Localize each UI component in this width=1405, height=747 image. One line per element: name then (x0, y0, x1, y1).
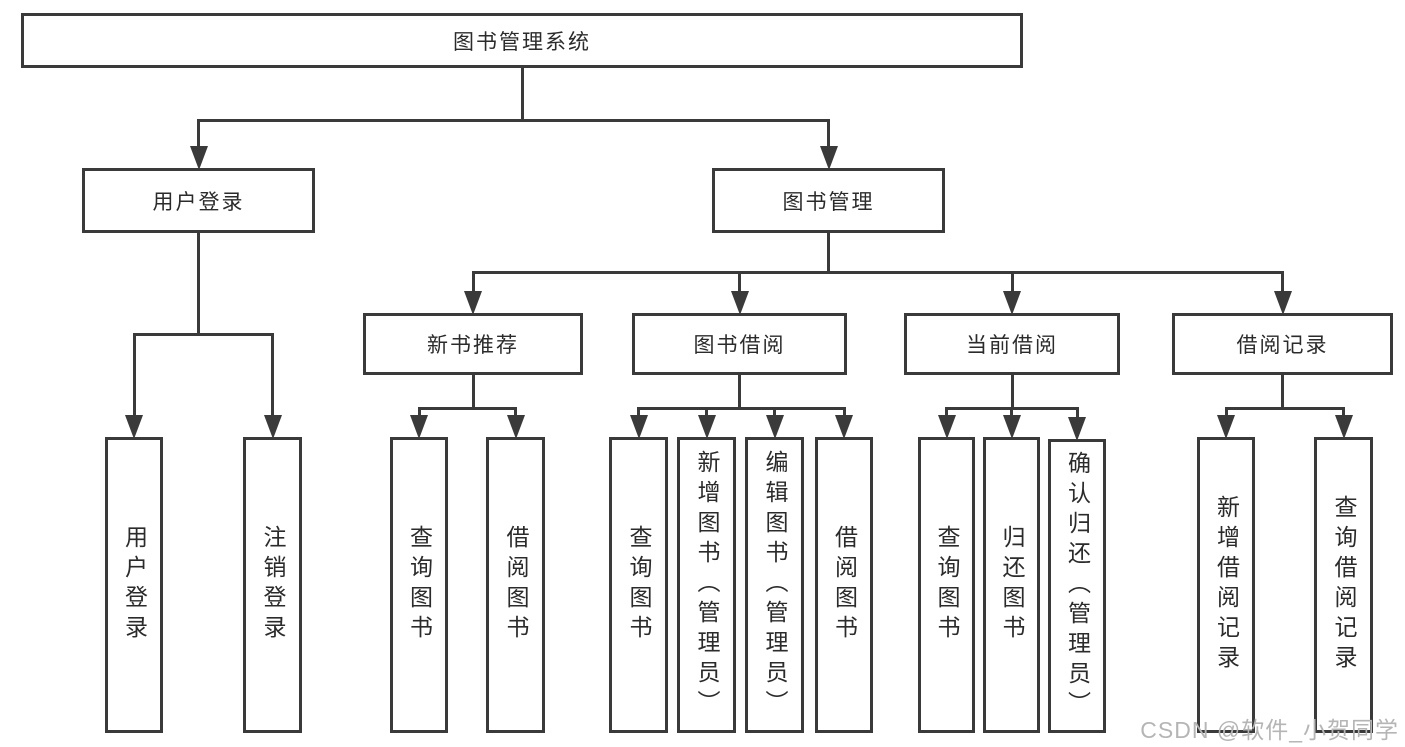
connector-line (417, 406, 517, 410)
connector-line (197, 233, 200, 334)
arrow-down-icon (410, 415, 428, 439)
node-user-login: 用户登录 (82, 168, 315, 233)
node-label: 新增图书（管理员） (694, 450, 720, 720)
node-label: 确认归还（管理员） (1064, 451, 1091, 721)
node-label: 用户登录 (121, 525, 148, 645)
node-label: 借阅图书 (831, 525, 858, 645)
arrow-down-icon (1002, 415, 1021, 439)
connector-line (197, 118, 830, 122)
connector-line (520, 68, 524, 120)
node-return-book: 归还图书 (983, 437, 1040, 733)
arrow-down-icon (937, 415, 956, 439)
connector-line (514, 408, 517, 415)
node-query-books-current: 查询图书 (918, 437, 975, 733)
connector-line (471, 375, 475, 408)
node-user-login-action: 用户登录 (105, 437, 163, 733)
connector-line (1281, 272, 1284, 291)
node-label: 图书借阅 (693, 334, 786, 357)
connector-line (1281, 375, 1284, 408)
arrow-down-icon (730, 291, 749, 315)
connector-line (738, 375, 741, 408)
node-label: 查询图书 (934, 525, 960, 645)
node-label: 新增借阅记录 (1213, 495, 1240, 675)
connector-line (271, 334, 274, 415)
node-query-books-recommend: 查询图书 (390, 437, 448, 733)
connector-line (471, 270, 1284, 274)
connector-line (471, 272, 475, 291)
arrow-down-icon (506, 415, 525, 439)
node-library-management-system: 图书管理系统 (21, 13, 1023, 68)
connector-line (738, 272, 741, 291)
node-label: 图书管理 (782, 190, 875, 214)
arrow-down-icon (189, 146, 208, 170)
node-query-borrowing-record: 查询借阅记录 (1314, 437, 1373, 733)
node-confirm-return-admin: 确认归还（管理员） (1048, 439, 1106, 733)
connector-line (1224, 408, 1228, 415)
node-edit-book-admin: 编辑图书（管理员） (745, 437, 804, 733)
arrow-down-icon (835, 415, 853, 439)
connector-line (197, 120, 200, 146)
arrow-down-icon (697, 415, 716, 439)
arrow-down-icon (125, 415, 143, 439)
node-label: 编辑图书（管理员） (762, 450, 788, 720)
node-new-book-recommend: 新书推荐 (363, 313, 583, 375)
arrow-down-icon (263, 415, 282, 439)
node-logout-action: 注销登录 (243, 437, 302, 733)
connector-line (417, 408, 421, 415)
arrow-down-icon (1217, 415, 1235, 439)
arrow-down-icon (765, 415, 784, 439)
node-add-borrowing-record: 新增借阅记录 (1197, 437, 1255, 733)
arrow-down-icon (629, 415, 648, 439)
node-query-books-borrowing: 查询图书 (609, 437, 668, 733)
connector-line (842, 408, 846, 415)
node-label: 当前借阅 (966, 334, 1058, 357)
connector-line (132, 332, 274, 336)
node-label: 图书管理系统 (453, 30, 591, 54)
node-current-borrowing: 当前借阅 (904, 313, 1120, 375)
arrow-down-icon (1068, 417, 1086, 441)
connector-line (827, 233, 830, 272)
arrow-down-icon (1334, 415, 1353, 439)
connector-line (773, 408, 776, 415)
connector-line (705, 408, 708, 415)
connector-line (945, 408, 948, 415)
node-borrow-books-recommend: 借阅图书 (486, 437, 545, 733)
connector-line (1010, 272, 1014, 291)
node-label: 借阅图书 (503, 525, 529, 645)
node-label: 归还图书 (999, 525, 1025, 645)
node-borrowing-records: 借阅记录 (1172, 313, 1393, 375)
node-label: 借阅记录 (1236, 334, 1329, 357)
arrow-down-icon (1273, 291, 1292, 315)
csdn-watermark: CSDN @软件_小贺同学 (1140, 717, 1399, 743)
arrow-down-icon (464, 291, 482, 315)
connector-line (1075, 408, 1079, 417)
connector-line (1010, 408, 1013, 415)
node-book-management: 图书管理 (712, 168, 945, 233)
node-label: 查询图书 (406, 525, 433, 645)
node-label: 新书推荐 (427, 334, 519, 357)
connector-line (1342, 408, 1345, 415)
arrow-down-icon (1003, 291, 1021, 315)
node-add-book-admin: 新增图书（管理员） (677, 437, 736, 733)
node-borrow-books-borrowing: 借阅图书 (815, 437, 873, 733)
node-label: 用户登录 (152, 190, 245, 214)
connector-line (132, 334, 136, 415)
node-label: 查询借阅记录 (1331, 495, 1357, 675)
connector-line (637, 408, 640, 415)
connector-line (637, 406, 846, 410)
connector-line (1224, 406, 1345, 410)
connector-line (1010, 375, 1014, 408)
arrow-down-icon (819, 146, 838, 170)
node-book-borrowing: 图书借阅 (632, 313, 847, 375)
connector-line (827, 120, 830, 146)
node-label: 查询图书 (626, 525, 652, 645)
node-label: 注销登录 (260, 525, 286, 645)
